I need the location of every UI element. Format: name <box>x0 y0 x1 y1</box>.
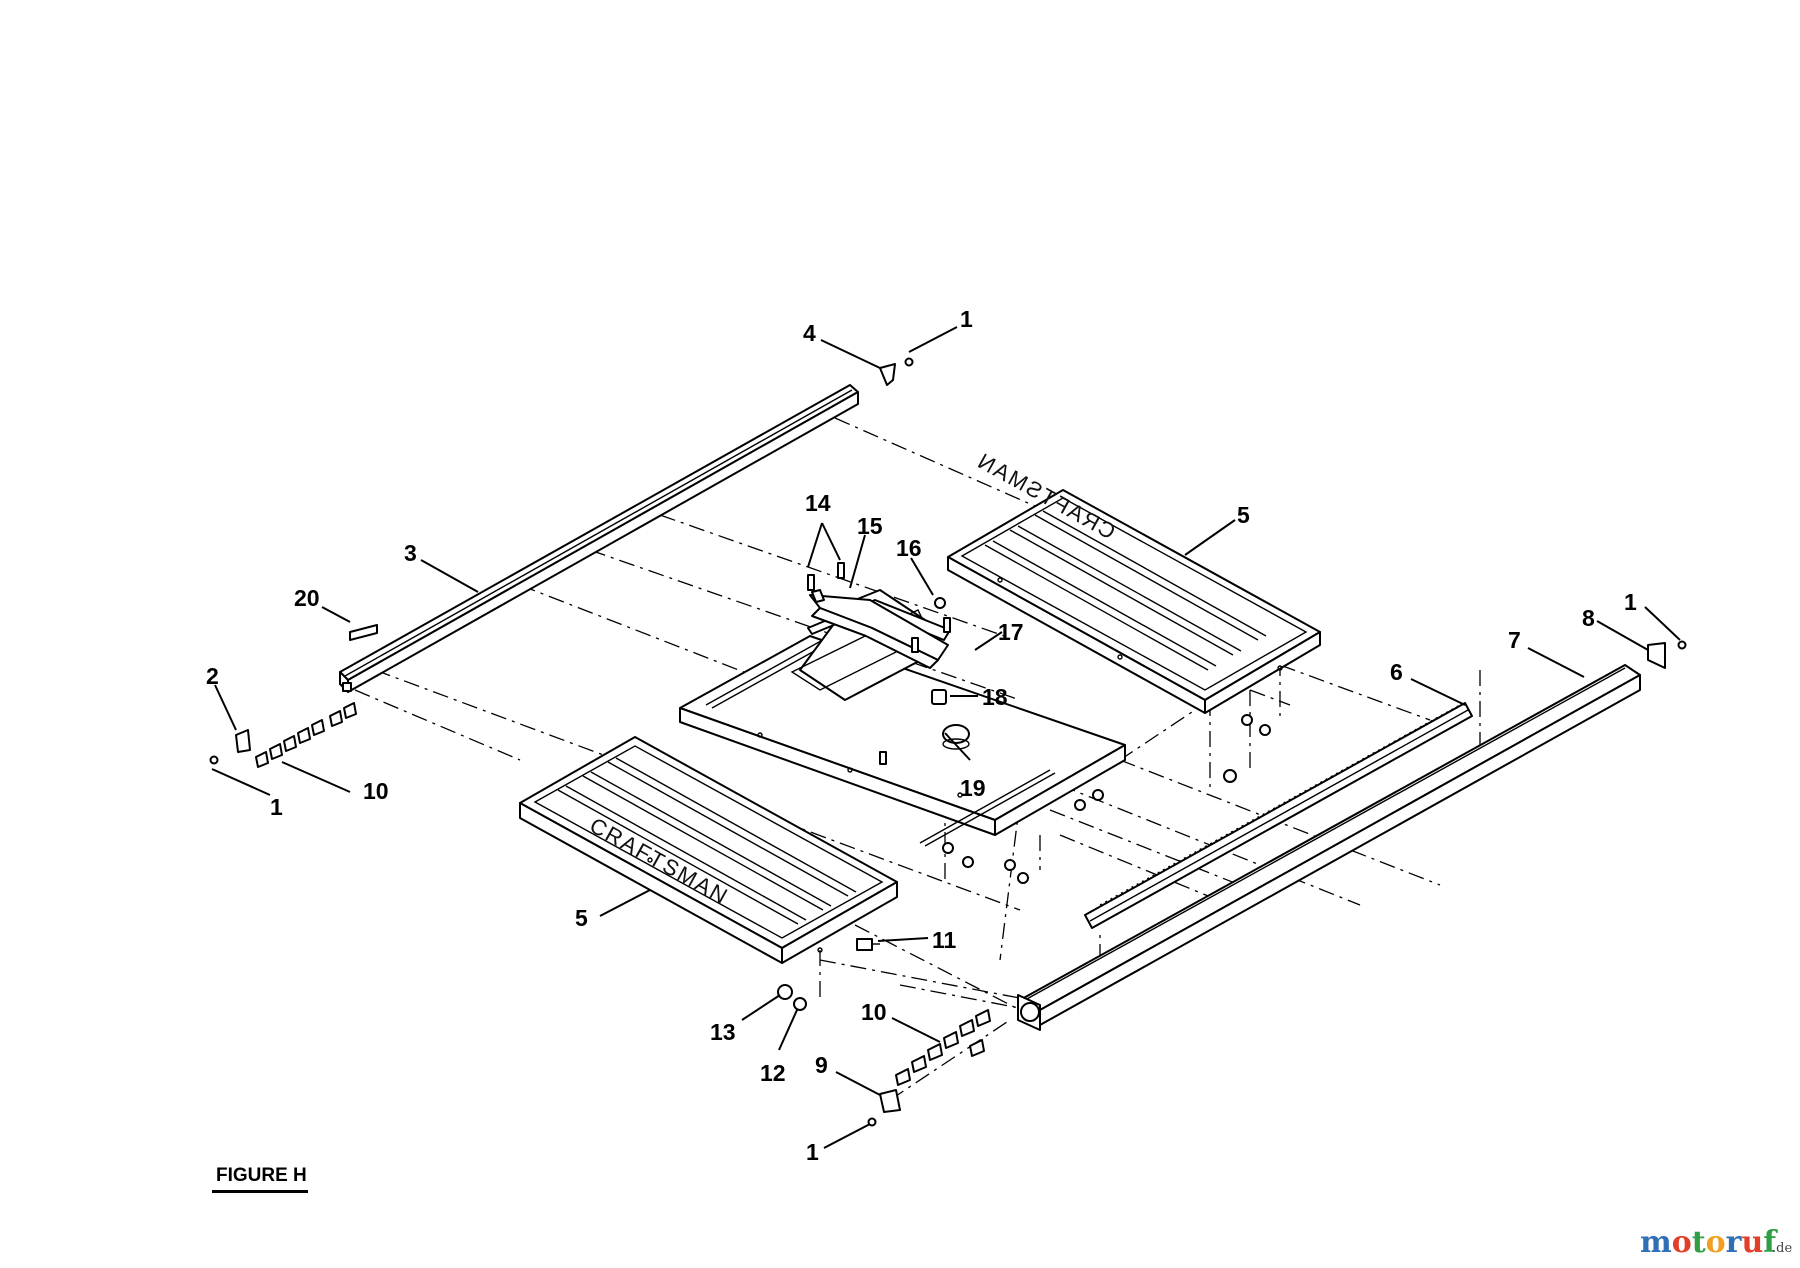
insert-screw <box>934 597 951 633</box>
left-carriage-bolts <box>255 702 357 768</box>
callout-10-bottom: 10 <box>861 999 887 1025</box>
callout-3: 3 <box>404 540 417 566</box>
callout-16: 16 <box>896 535 922 561</box>
callout-7: 7 <box>1508 627 1521 653</box>
throat-plate-screws <box>807 562 919 653</box>
wm-letter: o <box>1672 1225 1692 1260</box>
wing-nut <box>777 984 793 1000</box>
watermark-suffix: .de <box>1772 1241 1792 1256</box>
callout-12: 12 <box>760 1060 786 1086</box>
rear-rail-bracket-left <box>209 729 251 765</box>
callout-5-left: 5 <box>575 905 588 931</box>
callout-18: 18 <box>982 684 1008 710</box>
wm-letter: u <box>1741 1225 1763 1260</box>
callout-5-right: 5 <box>1237 502 1250 528</box>
callout-10-left: 10 <box>363 778 389 804</box>
decal <box>349 624 378 641</box>
wing-washer <box>793 997 807 1011</box>
leveling-nut <box>931 689 947 705</box>
figure-caption: FIGURE H <box>212 1165 308 1193</box>
watermark-logo: motoruf .de <box>1640 1225 1792 1260</box>
callout-9: 9 <box>815 1052 828 1078</box>
figure-label: FIGURE H <box>216 1165 307 1186</box>
callout-14: 14 <box>805 490 831 516</box>
wing-bolt <box>856 938 880 951</box>
figure-label-underline <box>212 1190 308 1193</box>
wm-letter: r <box>1726 1225 1743 1260</box>
callout-8: 8 <box>1582 605 1595 631</box>
table-underside-hardware <box>942 789 1104 884</box>
front-rail <box>1017 664 1641 1031</box>
callout-1-top: 1 <box>960 306 973 332</box>
callout-20: 20 <box>294 585 320 611</box>
rear-rail <box>339 384 859 693</box>
callout-13: 13 <box>710 1019 736 1045</box>
main-table <box>679 589 1126 847</box>
callout-19: 19 <box>960 775 986 801</box>
callout-6: 6 <box>1390 659 1403 685</box>
callout-1-right: 1 <box>1624 589 1637 615</box>
wm-letter: f <box>1763 1225 1778 1260</box>
front-carriage-bolts <box>895 1009 991 1086</box>
callout-1-bottom: 1 <box>806 1139 819 1165</box>
callout-15: 15 <box>857 513 883 539</box>
callout-4: 4 <box>803 320 816 346</box>
leader-lines <box>211 326 1681 1149</box>
callout-1-left: 1 <box>270 794 283 820</box>
callout-17: 17 <box>998 619 1024 645</box>
callout-2: 2 <box>206 663 219 689</box>
svg-text:motoruf: motoruf <box>1640 1225 1778 1260</box>
callout-numbers: 1 4 3 20 2 1 10 14 15 16 17 18 19 5 5 11… <box>206 306 1637 1165</box>
front-rail-bracket-right <box>1647 640 1687 669</box>
wm-letter: t <box>1692 1225 1706 1260</box>
rear-rail-bracket <box>879 357 914 386</box>
front-rail-bracket-left <box>867 1089 901 1127</box>
wm-letter: o <box>1706 1225 1726 1260</box>
right-extension-wing: CRAFTSMAN <box>947 447 1321 714</box>
rear-rail-end-bolts <box>342 682 352 692</box>
callout-11: 11 <box>932 927 957 953</box>
right-wing-hardware <box>1223 714 1271 783</box>
wm-letter: m <box>1640 1225 1672 1260</box>
rip-scale <box>1084 702 1473 929</box>
